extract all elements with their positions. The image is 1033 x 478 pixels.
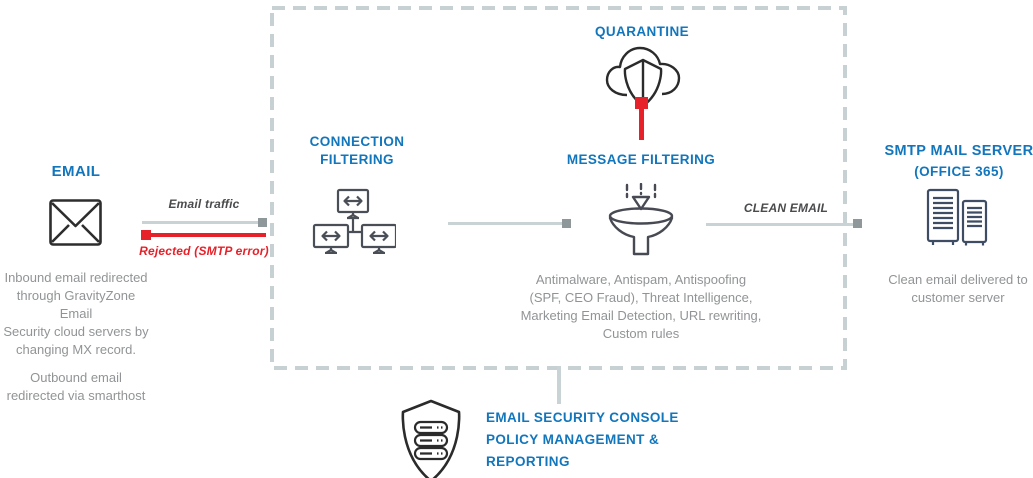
envelope-icon xyxy=(49,199,102,246)
title-line: FILTERING xyxy=(320,152,394,167)
title-line: POLICY MANAGEMENT & xyxy=(486,432,660,447)
rejected-arrow xyxy=(150,233,266,237)
server-towers-icon xyxy=(926,188,988,246)
note-line: Security cloud servers by xyxy=(3,324,149,339)
smtp-title: SMTP MAIL SERVER xyxy=(884,143,1033,159)
details-line: Antimalware, Antispam, Antispoofing xyxy=(535,272,747,287)
smtp-note: Clean email delivered to customer server xyxy=(880,271,1033,307)
email-title: EMAIL xyxy=(51,163,101,180)
note-line: through GravityZone Email xyxy=(16,288,136,321)
email-traffic-arrow xyxy=(142,221,262,224)
title-line: CONNECTION xyxy=(309,134,405,149)
title-line: EMAIL SECURITY CONSOLE xyxy=(486,410,679,425)
connection-to-message-arrow xyxy=(448,222,566,225)
network-monitors-icon xyxy=(312,188,396,254)
email-traffic-label: Email traffic xyxy=(168,197,240,211)
title-line: REPORTING xyxy=(486,454,570,469)
smtp-subtitle: (OFFICE 365) xyxy=(914,164,1004,179)
note-line: Clean email delivered to xyxy=(888,272,1028,287)
shield-servers-icon xyxy=(401,399,461,478)
quarantine-arrowhead xyxy=(635,97,648,109)
funnel-icon xyxy=(608,183,674,256)
connection-filtering-title: CONNECTION FILTERING xyxy=(292,133,422,169)
console-connector-line xyxy=(557,366,561,404)
note-line: customer server xyxy=(911,290,1005,305)
details-line: (SPF, CEO Fraud), Threat Intelligence, xyxy=(529,290,753,305)
note-line: redirected via smarthost xyxy=(6,388,146,403)
email-traffic-arrowhead xyxy=(258,218,267,227)
clean-email-arrow xyxy=(706,223,855,226)
note-line: changing MX record. xyxy=(16,342,136,357)
details-line: Custom rules xyxy=(602,326,680,341)
message-filtering-title: MESSAGE FILTERING xyxy=(566,152,716,167)
clean-email-arrowhead xyxy=(853,219,862,228)
rejected-label: Rejected (SMTP error) xyxy=(139,244,269,258)
connection-to-message-arrowhead xyxy=(562,219,571,228)
console-title: EMAIL SECURITY CONSOLE POLICY MANAGEMENT… xyxy=(486,407,726,473)
quarantine-arrow xyxy=(639,109,644,140)
details-line: Marketing Email Detection, URL rewriting… xyxy=(520,308,762,323)
clean-email-label: CLEAN EMAIL xyxy=(743,201,829,215)
quarantine-title: QUARANTINE xyxy=(595,24,689,39)
rejected-arrowhead xyxy=(141,230,151,240)
note-line: Outbound email xyxy=(30,370,122,385)
note-line: Inbound email redirected xyxy=(4,270,148,285)
message-filtering-details: Antimalware, Antispam, Antispoofing (SPF… xyxy=(496,271,786,343)
email-note: Inbound email redirected through Gravity… xyxy=(0,269,152,405)
